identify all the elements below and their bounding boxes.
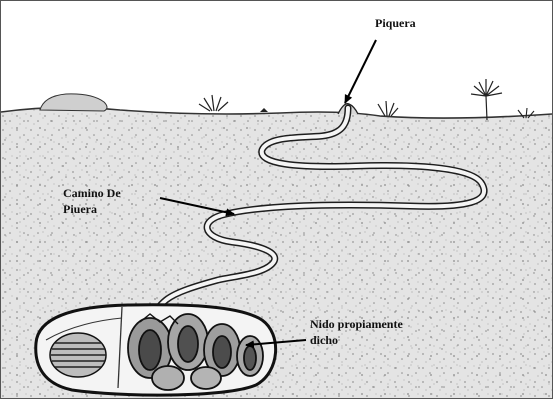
tunnel-label-line1: Camino De [63, 186, 121, 200]
nest-label-line2: dicho [310, 333, 338, 347]
nest-chamber [36, 305, 276, 395]
entrance-label: Piquera [375, 16, 416, 30]
nest-label-line1: Nido propiamente [310, 317, 403, 331]
tunnel-label-line2: Piuera [63, 202, 97, 216]
brood-comb [50, 333, 106, 377]
